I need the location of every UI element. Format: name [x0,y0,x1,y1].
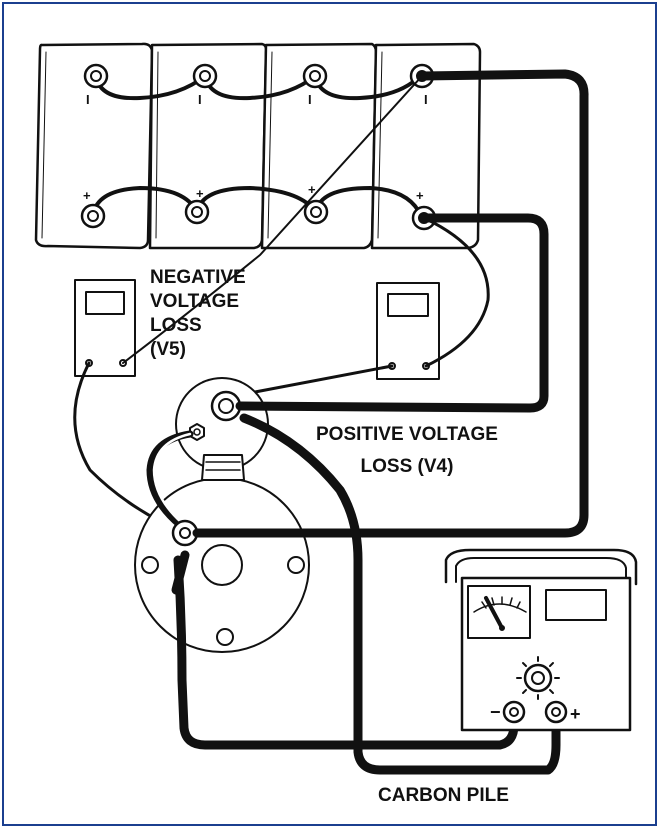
cable-solenoid-to-pile [239,413,561,775]
mark-neg-3: I [308,92,312,107]
starter-motor [134,377,310,653]
battery-bank [34,42,482,250]
mark-neg-4: I [424,92,428,107]
terminal-pos-1 [80,203,106,229]
lead-v4-to-solenoid [253,364,394,394]
cable-battery-pos-to-solenoid [235,213,549,413]
ammeter-dial [467,585,531,639]
label-line: VOLTAGE [150,291,240,312]
terminal-neg-3 [302,63,328,89]
label-line: NEGATIVE [150,267,246,288]
cable-starter-to-pile [173,555,519,750]
carbon-pile [444,548,638,732]
label-negative-voltage-loss: NEGATIVE VOLTAGE LOSS (V5) [150,266,246,362]
mark-pile-pos: + [570,704,581,724]
label-line: (V5) [150,339,186,360]
voltmeter-v4 [376,282,440,380]
mark-pos-4: + [416,188,424,203]
mark-neg-1: I [86,92,90,107]
label-carbon-pile: CARBON PILE [378,785,509,806]
lead-v5-to-battery-neg [122,75,423,364]
terminal-neg-1 [83,63,109,89]
terminal-neg-2 [192,63,218,89]
pile-terminal-pos [544,700,568,724]
voltmeter-v5 [74,279,136,377]
label-line: LOSS (V4) [360,456,454,477]
mark-pos-1: + [83,188,91,203]
cable-battery-neg-to-starter [192,69,589,538]
pile-display [545,589,607,621]
pile-knob [523,663,553,693]
terminal-pos-2 [184,199,210,225]
mark-pos-2: + [196,186,204,201]
label-line: LOSS [150,315,202,336]
mark-pos-3: + [308,182,316,197]
label-line: POSITIVE VOLTAGE [316,424,498,445]
label-positive-voltage-loss: POSITIVE VOLTAGE LOSS (V4) [316,423,498,479]
terminal-pos-3 [303,199,329,225]
mark-pile-neg: − [490,702,501,722]
lead-v4-to-battery-pos [422,216,490,368]
pile-terminal-neg [502,700,526,724]
mark-neg-2: I [198,92,202,107]
battery-1 [34,42,154,250]
